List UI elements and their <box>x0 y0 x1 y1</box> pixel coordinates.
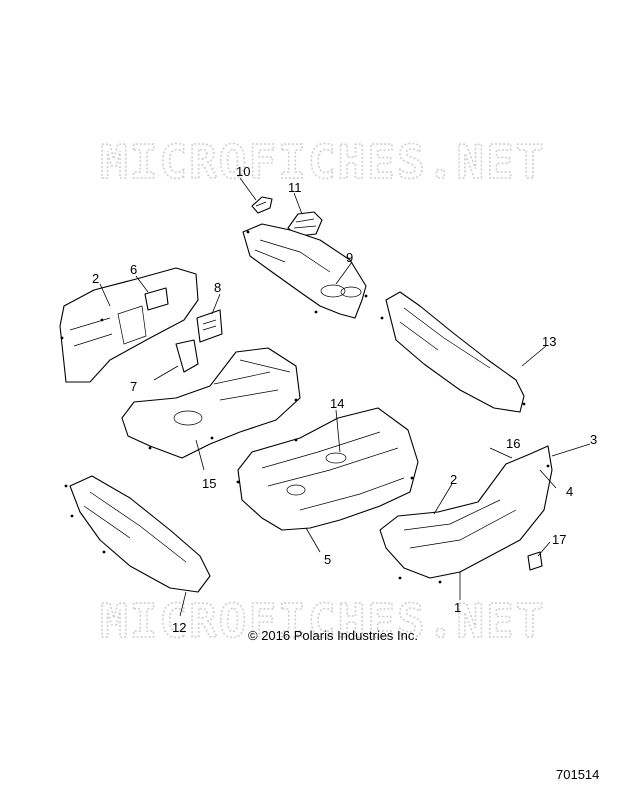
part-2-left-panel <box>59 267 199 383</box>
callout-13: 10 <box>236 164 250 179</box>
part-6-clip <box>527 551 543 571</box>
callout-10: 7 <box>130 379 137 394</box>
callout-4: 4 <box>566 484 573 499</box>
callout-6: 17 <box>552 532 566 547</box>
part-7-main-floor <box>236 407 419 531</box>
callout-17: 14 <box>330 396 344 411</box>
leader-lines <box>99 177 591 617</box>
watermark-bottom: MICROFICHES.NET <box>100 594 545 648</box>
callout-9: 6 <box>130 262 137 277</box>
callout-11: 8 <box>214 280 221 295</box>
callout-8: 15 <box>202 476 216 491</box>
figure-number: 701514 <box>556 767 599 782</box>
callout-3: 3 <box>590 432 597 447</box>
callout-1: 1 <box>454 600 461 615</box>
callout-2-left: 2 <box>92 271 99 286</box>
callout-2-right: 2 <box>450 472 457 487</box>
part-15-left-lower-panel <box>64 475 211 593</box>
callout-5: 16 <box>506 436 520 451</box>
copyright-text: © 2016 Polaris Industries Inc. <box>248 628 418 643</box>
part-11-plate <box>196 309 223 343</box>
part-8-floor-tray <box>121 347 301 459</box>
callout-15: 12 <box>172 620 186 635</box>
callout-16: 13 <box>542 334 556 349</box>
part-16-right-panel <box>380 291 526 413</box>
part-12-console <box>242 223 368 319</box>
watermark-top: MICROFICHES.NET <box>100 135 545 189</box>
callout-14: 11 <box>288 180 302 195</box>
part-9-insert <box>144 287 169 311</box>
part-1-rear-floor <box>379 445 553 584</box>
callout-7: 5 <box>324 552 331 567</box>
part-13-bracket <box>251 196 273 214</box>
callout-12: 9 <box>346 250 353 265</box>
part-10-tab <box>175 339 199 373</box>
